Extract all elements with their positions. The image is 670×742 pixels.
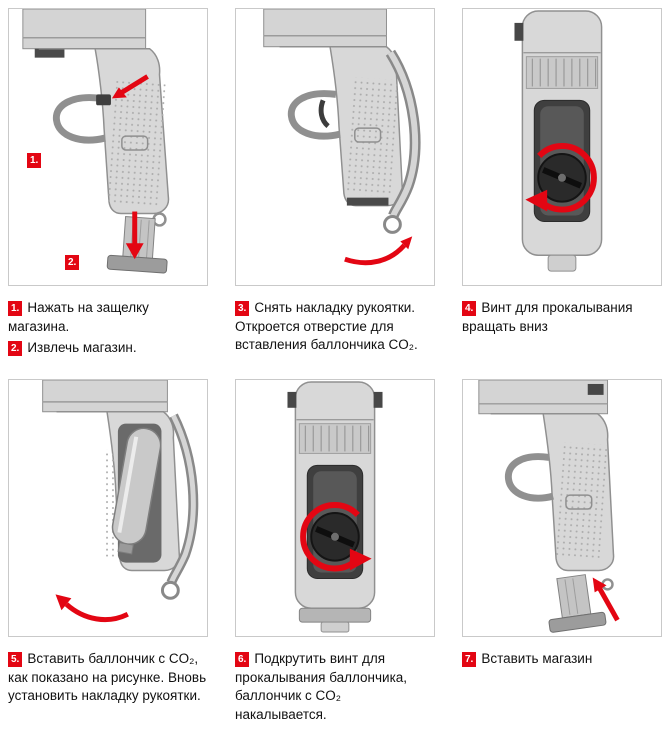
magazine-release-button — [96, 94, 111, 106]
red-rotation-arrow-icon — [300, 501, 372, 572]
figure-step-7 — [462, 378, 662, 637]
red-arrow-up-icon — [592, 577, 620, 622]
pistol-frame — [42, 379, 181, 572]
step-text: Винт для прокалывания вращать вниз — [462, 300, 633, 334]
step-item: 3.Снять накладку рукоятки. Откроется отв… — [235, 299, 435, 355]
knurling — [304, 425, 370, 452]
step-marker: 4. — [462, 301, 477, 316]
step-marker: 5. — [8, 651, 23, 667]
figure-badge-2: 2. — [65, 255, 80, 270]
grip-bottom-view — [514, 10, 603, 272]
caption-step-6: 6.Подкрутить винт для прокалывания балло… — [235, 650, 435, 728]
caption-step-7: 7.Вставить магазин — [462, 650, 662, 672]
step-text: Нажать на защелку магазина. — [8, 300, 149, 334]
pistol-frame — [22, 9, 170, 227]
caption-step-4: 4.Винт для прокалывания вращать вниз — [462, 299, 662, 339]
step-text: Подкрутить винт для прокалывания баллонч… — [235, 650, 408, 722]
pistol-frame — [478, 379, 615, 591]
panel-step-4: 4.Винт для прокалывания вращать вниз — [462, 8, 662, 361]
illustration-remove-backstrap — [263, 9, 421, 266]
panel-step-7: 7.Вставить магазин — [462, 378, 662, 728]
caption-step-5: 5.Вставить баллончик с CO₂, как показано… — [8, 650, 208, 709]
step-item: 2.Извлечь магазин. — [8, 339, 208, 358]
step-marker: 6. — [235, 651, 250, 667]
step-item: 5.Вставить баллончик с CO₂, как показано… — [8, 650, 208, 706]
step-item: 1.Нажать на защелку магазина. — [8, 299, 208, 336]
step-text: Вставить магазин — [481, 650, 593, 666]
panel-step-5: 5.Вставить баллончик с CO₂, как показано… — [8, 378, 208, 728]
figure-step-3 — [235, 8, 435, 286]
illustration-tighten-piercing-screw — [287, 381, 383, 633]
step-marker: 1. — [8, 301, 23, 316]
red-arrow-down-icon — [125, 211, 144, 260]
step-marker: 7. — [462, 651, 477, 667]
instruction-grid: 1. 2. 1.Нажать на защелку магазина. 2.Из… — [8, 8, 662, 727]
magazine — [548, 573, 607, 633]
panel-steps-1-2: 1. 2. 1.Нажать на защелку магазина. 2.Из… — [8, 8, 208, 361]
figure-badge-1: 1. — [27, 153, 42, 168]
panel-step-3: 3.Снять накладку рукоятки. Откроется отв… — [235, 8, 435, 361]
step-marker: 3. — [235, 301, 250, 316]
backstrap — [383, 49, 421, 234]
illustration-piercing-screw — [514, 10, 603, 272]
red-arrow-curved-icon — [55, 594, 129, 622]
step-text: Снять накладку рукоятки. Откроется отвер… — [235, 300, 418, 353]
step-text: Вставить баллончик с CO₂, как показано н… — [8, 650, 207, 704]
figure-step-6 — [235, 378, 435, 637]
red-arrow-press-icon — [111, 74, 149, 99]
figure-steps-1-2: 1. 2. — [8, 8, 208, 286]
caption-steps-1-2: 1.Нажать на защелку магазина. 2.Извлечь … — [8, 299, 208, 361]
step-item: 7.Вставить магазин — [462, 650, 662, 669]
backstrap — [160, 413, 199, 600]
figure-step-5 — [8, 378, 208, 637]
step-marker: 2. — [8, 341, 23, 357]
red-rotation-arrow-icon — [525, 143, 597, 213]
illustration-insert-co2 — [42, 379, 199, 622]
knurling — [531, 58, 597, 87]
figure-step-4 — [462, 8, 662, 286]
piercing-screw — [310, 511, 360, 562]
pistol-frame — [263, 9, 404, 207]
co2-cartridge — [111, 427, 162, 555]
piercing-screw — [537, 152, 587, 203]
step-item: 4.Винт для прокалывания вращать вниз — [462, 299, 662, 336]
illustration-insert-magazine — [478, 379, 620, 633]
panel-step-6: 6.Подкрутить винт для прокалывания балло… — [235, 378, 435, 728]
red-arrow-curved-icon — [344, 236, 413, 266]
step-text: Извлечь магазин. — [27, 340, 137, 356]
illustration-press-mag-release — [22, 9, 170, 274]
caption-step-3: 3.Снять накладку рукоятки. Откроется отв… — [235, 299, 435, 358]
step-item: 6.Подкрутить винт для прокалывания балло… — [235, 650, 435, 725]
